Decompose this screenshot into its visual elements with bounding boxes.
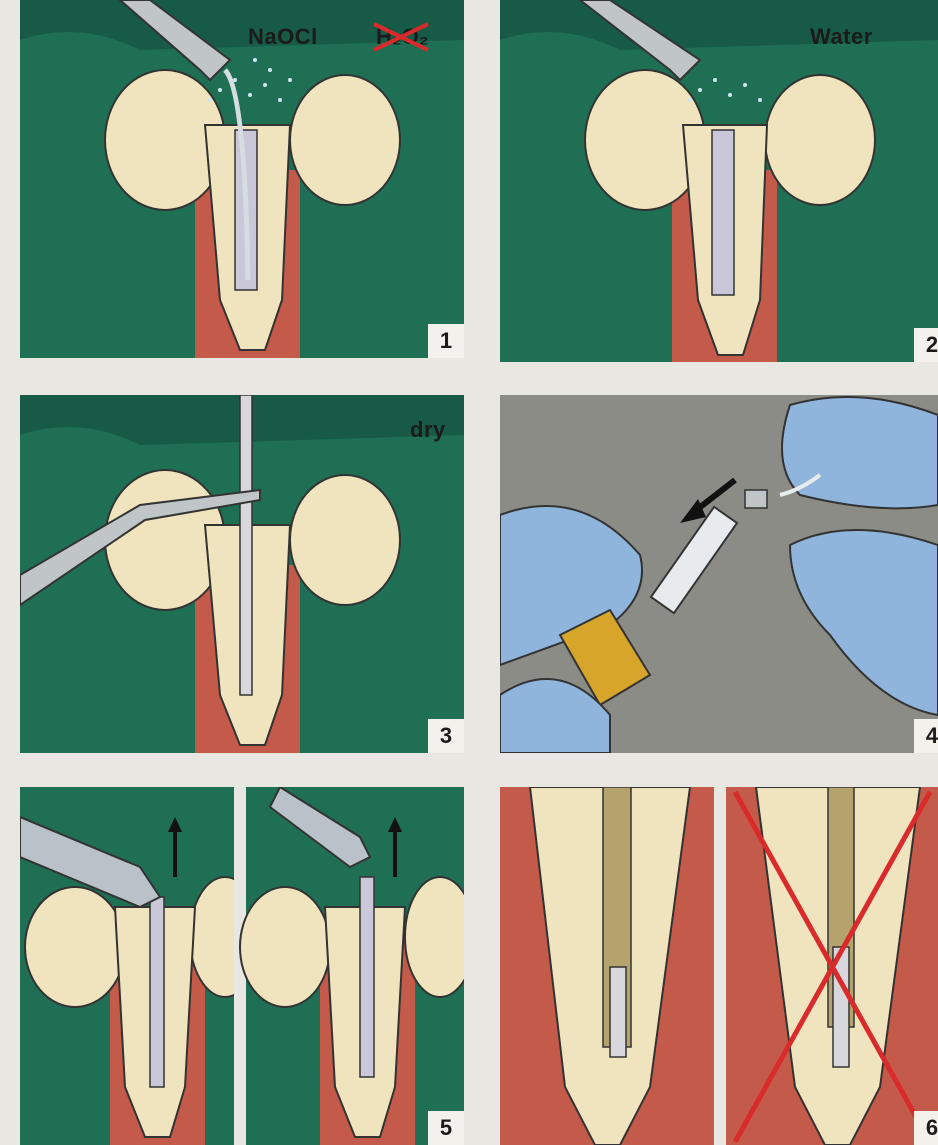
panel-number: 1 — [428, 324, 464, 358]
panel-number: 2 — [914, 328, 938, 362]
struck-irrigant-label: H₂O₂ — [376, 24, 429, 50]
drying-with-paper-point-illustration — [20, 395, 464, 753]
panel-1: NaOCl H₂O₂ 1 — [20, 0, 464, 358]
step-label: dry — [410, 417, 446, 443]
irrigation-water-illustration — [500, 0, 938, 362]
panel-number: 5 — [428, 1111, 464, 1145]
ultrasonic-activation-illustration — [20, 787, 464, 1145]
irrigant-label: NaOCl — [248, 24, 318, 50]
cross-out-icon — [372, 22, 432, 52]
panel-2: Water 2 — [500, 0, 938, 362]
panel-number: 4 — [914, 719, 938, 753]
irrigation-naocl-illustration — [20, 0, 464, 358]
panel-number: 3 — [428, 719, 464, 753]
panel-5: 5 — [20, 787, 464, 1145]
panel-number: 6 — [914, 1111, 938, 1145]
tip-position-illustration — [500, 787, 938, 1145]
panel-6: 6 — [500, 787, 938, 1145]
panel-4: 4 — [500, 395, 938, 753]
attach-tip-illustration — [500, 395, 938, 753]
irrigant-label: Water — [810, 24, 873, 50]
panel-3: dry 3 — [20, 395, 464, 753]
